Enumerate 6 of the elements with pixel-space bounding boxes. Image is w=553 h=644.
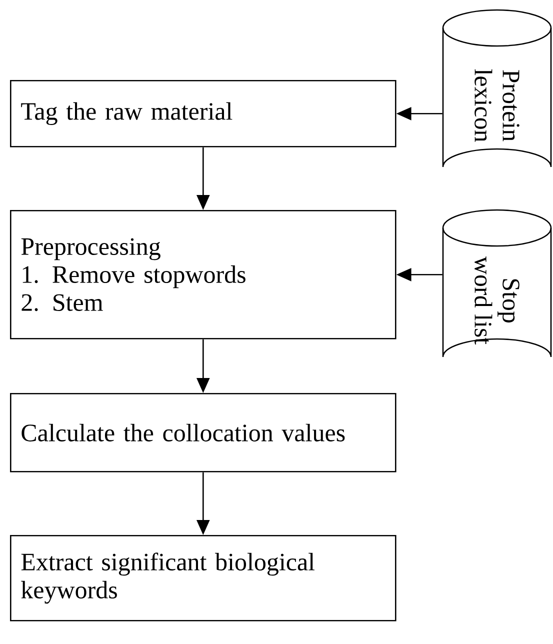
process-box: Tag the raw material: [10, 80, 396, 148]
process-box: Preprocessing 1. Remove stopwords 2. Stem: [10, 210, 396, 340]
process-box: Calculate the collocation values: [10, 393, 396, 472]
node-label: Protein lexicon: [474, 69, 520, 142]
process-box: Extract significant biological keywords: [10, 535, 396, 622]
database-cylinder: Protein lexicon: [442, 9, 552, 168]
